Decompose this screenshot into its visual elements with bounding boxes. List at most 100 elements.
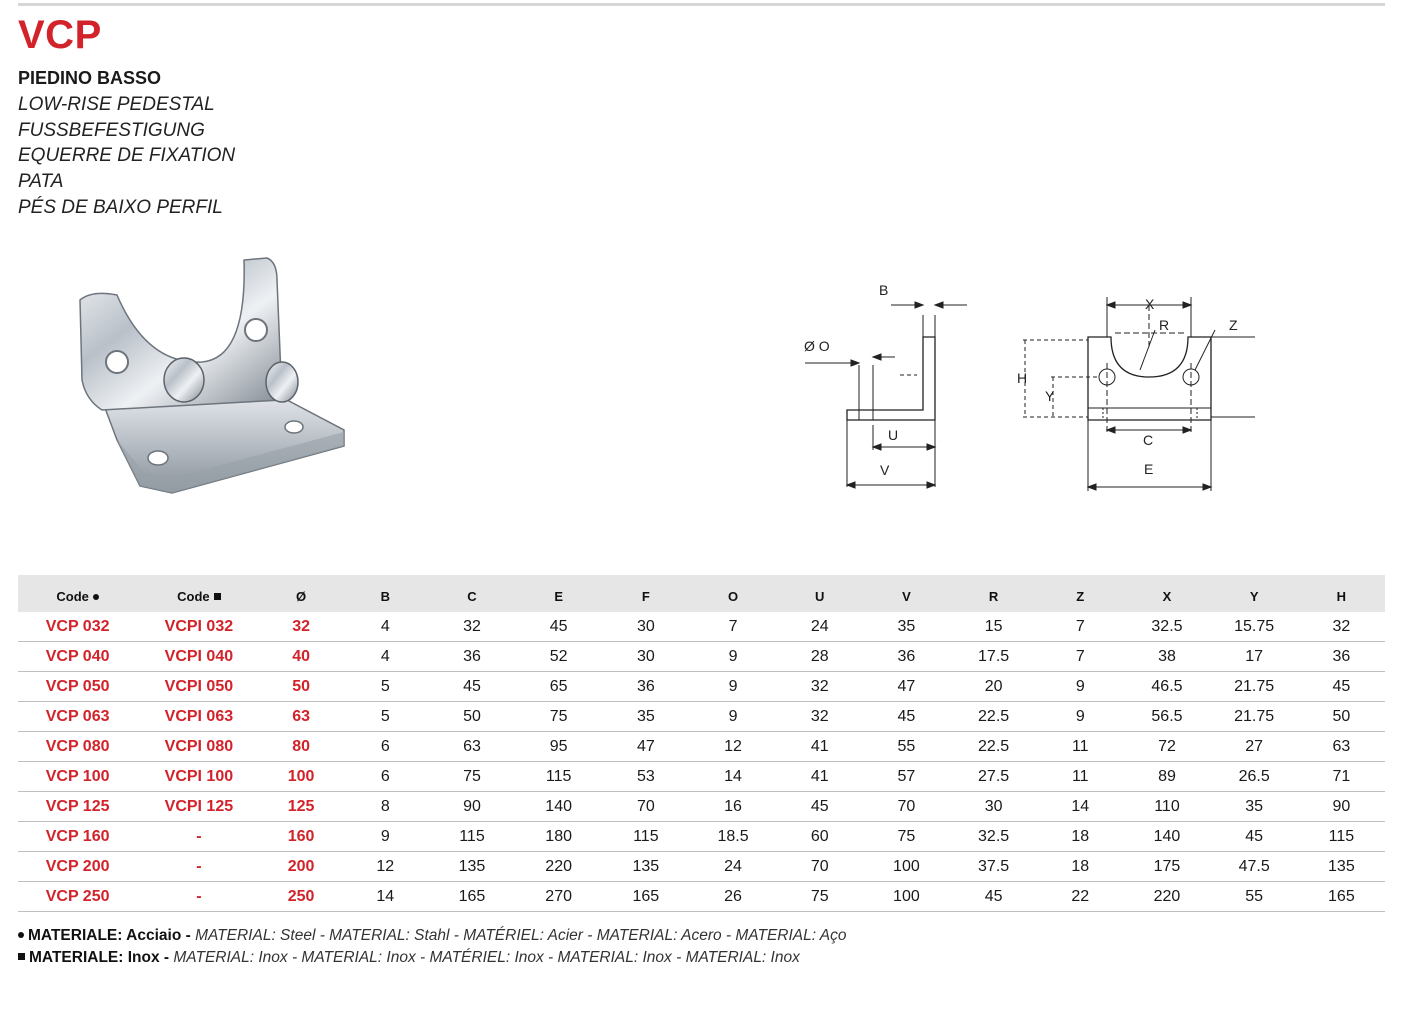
note-inox: MATERIALE: Inox - MATERIAL: Inox - MATER… xyxy=(18,947,847,969)
table-cell: 17 xyxy=(1210,641,1298,672)
label-o: Ø O xyxy=(804,338,830,354)
header-code-steel: Code xyxy=(18,575,137,612)
table-cell: 22.5 xyxy=(950,731,1038,762)
table-cell: 6 xyxy=(341,761,429,792)
front-view xyxy=(1023,297,1255,491)
table-cell: 250 xyxy=(260,881,342,912)
table-cell: 45 xyxy=(776,791,863,822)
table-cell: 38 xyxy=(1123,641,1211,672)
table-cell: 32 xyxy=(260,612,342,642)
table-cell: 18 xyxy=(1037,821,1124,852)
table-cell: 15.75 xyxy=(1210,612,1298,642)
table-cell: 40 xyxy=(260,641,342,672)
technical-drawing: B Ø O U V X R Z H Y F C E xyxy=(804,282,1255,491)
table-cell: VCP 100 xyxy=(18,761,138,792)
header-b: B xyxy=(380,588,390,604)
table-cell: 9 xyxy=(1037,701,1124,732)
table-cell: 220 xyxy=(1123,881,1211,912)
table-cell: 12 xyxy=(341,851,429,882)
table-cell: 165 xyxy=(428,881,516,912)
table-cell: 24 xyxy=(689,851,777,882)
table-cell: 45 xyxy=(950,881,1038,912)
table-cell: 90 xyxy=(428,791,516,822)
title-block: PIEDINO BASSO LOW-RISE PEDESTAL FUSSBEFE… xyxy=(18,66,235,221)
table-cell: 47 xyxy=(862,671,950,702)
table-cell: 35 xyxy=(602,701,690,732)
table-cell: 220 xyxy=(515,851,603,882)
inox-square-icon xyxy=(213,592,221,600)
title-english: LOW-RISE PEDESTAL xyxy=(18,93,215,115)
table-cell: 28 xyxy=(776,641,863,672)
table-cell: 6 xyxy=(341,731,429,762)
table-cell: 55 xyxy=(1210,881,1298,912)
table-cell: 18.5 xyxy=(689,821,777,852)
table-cell: 100 xyxy=(862,881,950,912)
inox-square-icon xyxy=(18,953,25,960)
table-cell: 37.5 xyxy=(950,851,1038,882)
material-notes: MATERIALE: Acciaio - MATERIAL: Steel - M… xyxy=(18,925,847,969)
table-cell: 4 xyxy=(341,641,429,672)
table-cell: 65 xyxy=(515,671,603,702)
table-cell: 50 xyxy=(1297,701,1385,732)
table-cell: 15 xyxy=(950,612,1038,642)
table-cell: VCP 040 xyxy=(18,641,138,672)
table-cell: 165 xyxy=(1297,881,1385,912)
header-v: V xyxy=(902,588,911,604)
table-cell: 63 xyxy=(260,701,342,732)
header-e: E xyxy=(554,588,563,604)
table-cell: 22 xyxy=(1037,881,1124,912)
header-y: Y xyxy=(1249,588,1259,604)
table-cell: 41 xyxy=(776,731,863,762)
table-cell: VCP 200 xyxy=(18,851,138,882)
table-cell: 90 xyxy=(1297,791,1385,822)
note-inox-translations: MATERIAL: Inox - MATERIAL: Inox - MATÉRI… xyxy=(173,949,800,966)
header-diameter: Ø xyxy=(296,588,307,604)
table-cell: 75 xyxy=(515,701,603,732)
table-cell: VCPI 063 xyxy=(137,701,261,732)
table-cell: 46.5 xyxy=(1123,671,1211,702)
table-cell: 36 xyxy=(602,671,690,702)
table-cell: 32 xyxy=(428,612,516,642)
steel-dot-icon xyxy=(18,932,24,938)
table-cell: 18 xyxy=(1037,851,1124,882)
table-cell: VCP 125 xyxy=(18,791,138,822)
table-cell: 11 xyxy=(1037,761,1124,792)
table-cell: 14 xyxy=(1037,791,1124,822)
table-cell: 45 xyxy=(1297,671,1385,702)
label-y: Y xyxy=(1045,388,1055,404)
table-cell: 5 xyxy=(341,701,429,732)
table-cell: 180 xyxy=(515,821,603,852)
label-z: Z xyxy=(1229,317,1238,333)
table-cell: 135 xyxy=(428,851,516,882)
header-z: Z xyxy=(1076,588,1085,604)
table-cell: 20 xyxy=(950,671,1038,702)
table-cell: 36 xyxy=(1297,641,1385,672)
table-cell: VCP 080 xyxy=(18,731,138,762)
label-c: C xyxy=(1143,432,1153,448)
table-cell: 100 xyxy=(862,851,950,882)
table-cell: 21.75 xyxy=(1210,671,1298,702)
table-cell: 72 xyxy=(1123,731,1211,762)
table-cell: 35 xyxy=(1210,791,1298,822)
table-cell: VCP 250 xyxy=(18,881,138,912)
header-c: C xyxy=(467,588,477,604)
table-cell: 53 xyxy=(602,761,690,792)
table-cell: 160 xyxy=(260,821,342,852)
header-h: H xyxy=(1336,588,1347,604)
table-cell: 45 xyxy=(515,612,603,642)
label-u: U xyxy=(888,427,898,443)
table-cell: 9 xyxy=(689,701,777,732)
note-steel-translations: MATERIAL: Steel - MATERIAL: Stahl - MATÉ… xyxy=(195,927,847,944)
table-cell: 75 xyxy=(776,881,863,912)
table-cell: 9 xyxy=(1037,671,1124,702)
table-cell: 5 xyxy=(341,671,429,702)
table-cell: VCPI 040 xyxy=(137,641,261,672)
table-cell: 32.5 xyxy=(950,821,1038,852)
steel-dot-icon xyxy=(92,593,99,600)
table-cell: 75 xyxy=(428,761,516,792)
table-cell: 50 xyxy=(428,701,516,732)
label-h: H xyxy=(1017,370,1027,386)
